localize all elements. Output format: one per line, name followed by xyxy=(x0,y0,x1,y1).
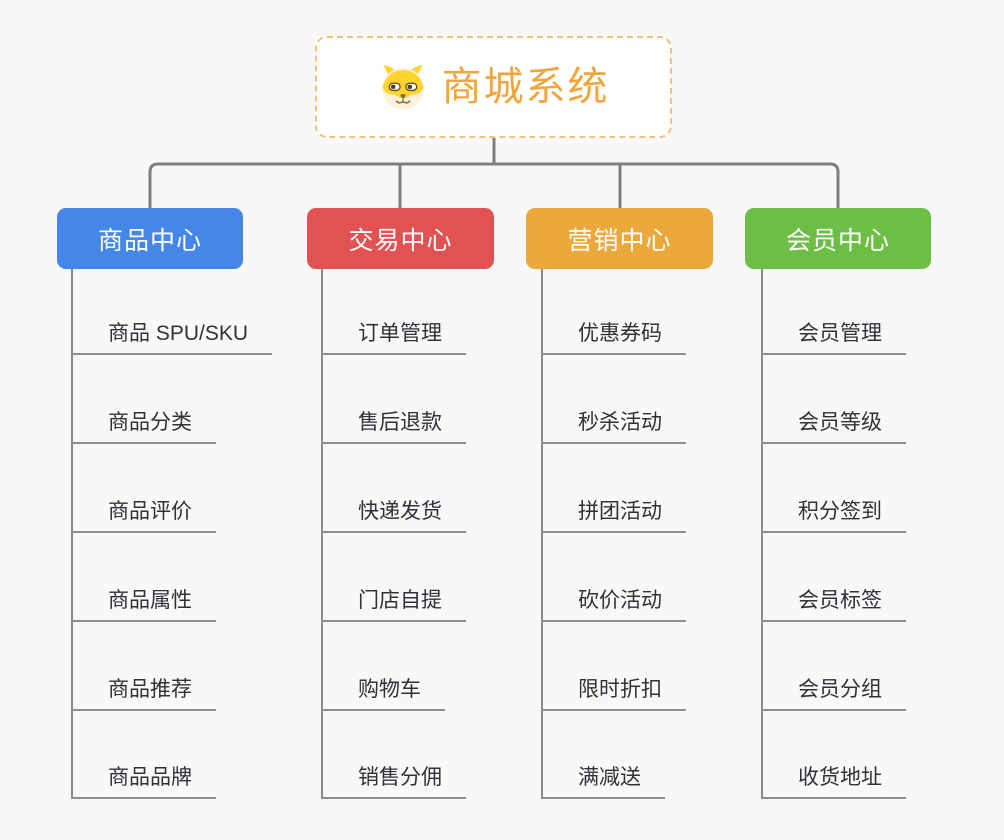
sub-topic[interactable]: 砍价活动 xyxy=(541,587,686,622)
sub-topic[interactable]: 商品评价 xyxy=(71,498,216,533)
sub-topic[interactable]: 秒杀活动 xyxy=(541,409,686,444)
sub-topic[interactable]: 商品 SPU/SKU xyxy=(71,320,273,355)
branch-label: 商品中心 xyxy=(97,226,202,255)
sub-topic[interactable]: 拼团活动 xyxy=(541,498,686,533)
sub-topic[interactable]: 会员管理 xyxy=(761,320,906,355)
branch-bus-line xyxy=(148,162,840,208)
sub-topic[interactable]: 会员等级 xyxy=(761,409,906,444)
sub-topic[interactable]: 会员标签 xyxy=(761,587,906,622)
sub-topic[interactable]: 商品分类 xyxy=(71,409,216,444)
branch-label: 交易中心 xyxy=(348,226,453,255)
sub-topic[interactable]: 会员分组 xyxy=(761,676,906,711)
sub-topic[interactable]: 满减送 xyxy=(541,764,665,799)
sub-topic[interactable]: 商品品牌 xyxy=(71,764,216,799)
sub-topic[interactable]: 售后退款 xyxy=(321,409,466,444)
sub-topic[interactable]: 购物车 xyxy=(321,676,445,711)
branch-label: 营销中心 xyxy=(567,226,672,255)
sub-topic[interactable]: 优惠券码 xyxy=(541,320,686,355)
branch-node-trade-center[interactable]: 交易中心 xyxy=(307,208,494,269)
branch-node-marketing-center[interactable]: 营销中心 xyxy=(526,208,713,269)
sub-topic[interactable]: 商品推荐 xyxy=(71,676,216,711)
root-title: 商城系统 xyxy=(441,65,610,109)
branch-label: 会员中心 xyxy=(785,226,890,255)
sub-topic[interactable]: 门店自提 xyxy=(321,587,466,622)
sub-topic[interactable]: 收货地址 xyxy=(761,764,906,799)
sub-topic[interactable]: 销售分佣 xyxy=(321,764,466,799)
sub-topic[interactable]: 积分签到 xyxy=(761,498,906,533)
branch-node-product-center[interactable]: 商品中心 xyxy=(57,208,243,269)
sub-topic[interactable]: 商品属性 xyxy=(71,587,216,622)
root-node[interactable]: 商城系统 xyxy=(315,36,672,138)
sub-topic[interactable]: 限时折扣 xyxy=(541,676,686,711)
branch-node-member-center[interactable]: 会员中心 xyxy=(745,208,931,269)
sub-topic[interactable]: 快递发货 xyxy=(321,498,466,533)
sub-topic[interactable]: 订单管理 xyxy=(321,320,466,355)
dog-face-icon xyxy=(381,64,424,110)
